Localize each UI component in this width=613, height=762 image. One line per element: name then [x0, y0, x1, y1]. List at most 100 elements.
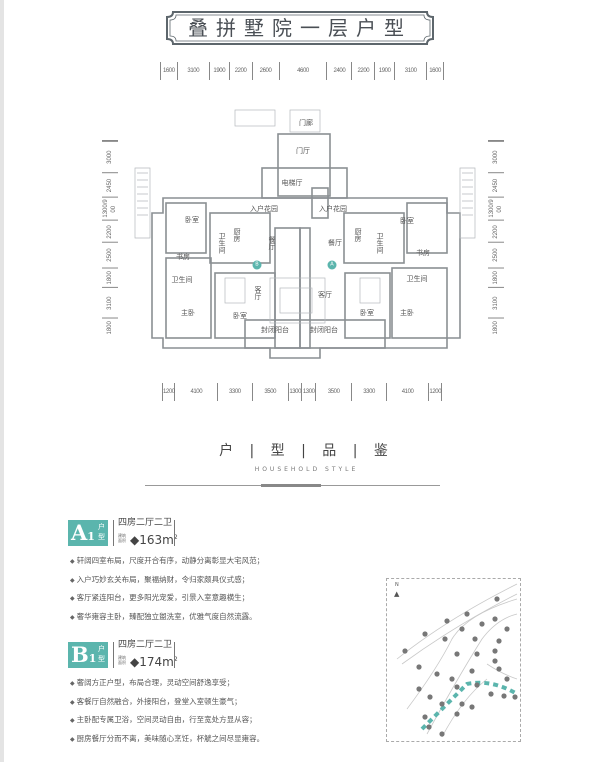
unit-code: A	[71, 520, 88, 545]
site-building-marker	[501, 693, 507, 699]
unit-num: 1	[88, 652, 97, 665]
site-building-marker	[496, 638, 502, 644]
area-label: 建筑面积	[118, 655, 126, 665]
page-edge	[0, 0, 4, 762]
dimension-value: 3100	[395, 62, 428, 80]
dimension-value: 2500	[102, 242, 118, 269]
room-bedroom-left: 卧室	[233, 312, 247, 320]
site-building-marker	[504, 626, 510, 632]
room-dining-left: 餐厅	[268, 236, 276, 250]
site-building-marker	[504, 676, 510, 682]
site-building-marker	[454, 711, 460, 717]
room-bath-right: 卫生间	[406, 275, 428, 283]
unit-marker-a: A	[327, 260, 337, 270]
feature-list: 轩阔四室布局，尺度开合有序，动静分离彰显大宅风范； 入户巧妙玄关布局，聚福纳财，…	[70, 554, 370, 628]
room-master-left: 主卧	[181, 309, 195, 317]
dimension-value: 3000	[488, 141, 504, 172]
dimension-value: 3100	[488, 286, 504, 319]
unit-marker-b: B	[252, 260, 262, 270]
site-building-marker	[474, 651, 480, 657]
site-building-marker	[492, 648, 498, 654]
section-title: 户 | 型 | 品 | 鉴	[219, 443, 394, 459]
north-label: N	[395, 582, 399, 588]
site-building-marker	[439, 731, 445, 737]
site-building-marker	[488, 691, 494, 697]
room-balcony-left: 封闭阳台	[261, 326, 289, 334]
feature-item: 客餐厅自然融合，外接阳台，登堂入室顿生豪气；	[70, 695, 370, 714]
section-subtitle: HOUSEHOLD STYLE	[254, 466, 359, 473]
unit-type: 四房二厅二卫	[118, 518, 173, 528]
area-label: 建筑面积	[118, 533, 126, 543]
room-study-left: 书房	[176, 253, 190, 261]
room-garden-right: 入户花园	[319, 205, 347, 213]
dimension-value: 2450	[102, 171, 118, 198]
unit-suffix: 户型	[98, 645, 105, 663]
room-master-right: 主卧	[400, 309, 414, 317]
room-bedroom-right: 卧室	[360, 309, 374, 317]
dimension-value: 2200	[352, 62, 376, 80]
site-map: N ▲	[386, 578, 521, 742]
dimension-value: 2200	[488, 219, 504, 243]
dimension-value: 3000	[102, 141, 118, 172]
dimension-value: 3100	[102, 286, 118, 319]
room-bath-left-top: 卫生间	[218, 232, 226, 254]
room-elevator-hall: 电梯厅	[281, 179, 303, 187]
site-building-marker	[402, 648, 408, 654]
dimension-value: 4100	[387, 383, 430, 401]
floor-plan: 门廊 门厅 电梯厅 入户花园 入户花园 卧室 卧室 厨房 厨房 餐厅 餐厅 卫生…	[130, 108, 480, 366]
site-building-marker	[426, 724, 432, 730]
site-building-marker	[496, 666, 502, 672]
dimension-value: 1300/900	[102, 197, 118, 220]
title-frame	[166, 11, 434, 45]
room-porch: 门廊	[299, 119, 313, 127]
site-building-marker	[422, 631, 428, 637]
room-kitchen-right: 厨房	[354, 228, 362, 242]
dimension-value: 3300	[352, 383, 387, 401]
site-building-marker	[427, 694, 433, 700]
dimension-value: 1800	[488, 268, 504, 287]
unit-num: 1	[87, 530, 95, 543]
dimension-value: 3100	[178, 62, 210, 80]
feature-item: 奢阔方正户型，布局合理，灵动空间舒逸享受；	[70, 676, 370, 695]
dimension-value: 2400	[327, 62, 353, 80]
unit-area: ◆174m2	[130, 655, 178, 669]
site-building-marker	[442, 636, 448, 642]
site-building-marker	[512, 694, 518, 700]
feature-item: 客厅紧连阳台，更多阳光宠爱，引景入室意趣横生；	[70, 591, 370, 610]
feature-item: 厨房餐厅分而不离，美味随心烹饪，杯觥之间尽显雍容。	[70, 732, 370, 751]
site-building-marker	[474, 682, 480, 688]
dimension-value: 1800	[488, 318, 504, 337]
feature-item: 奢华雍容主卧，臻配独立盥洗室，优雅气度自然流露。	[70, 610, 370, 629]
site-building-marker	[449, 676, 455, 682]
site-building-marker	[469, 704, 475, 710]
site-building-marker	[492, 658, 498, 664]
site-building-marker	[444, 618, 450, 624]
dimension-value: 2600	[253, 62, 280, 80]
dimension-value: 1200	[429, 383, 442, 401]
site-building-marker	[454, 651, 460, 657]
room-bath-left: 卫生间	[171, 276, 193, 284]
site-building-marker	[416, 686, 422, 692]
site-building-marker	[454, 684, 460, 690]
section-divider	[145, 484, 440, 487]
feature-item: 轩阔四室布局，尺度开合有序，动静分离彰显大宅风范；	[70, 554, 370, 573]
feature-item: 入户巧妙玄关布局，聚福纳财，令归家颇具仪式感；	[70, 573, 370, 592]
dimension-value: 1800	[102, 318, 118, 337]
title-banner: 叠拼墅院一层户型	[165, 10, 435, 46]
room-garden-left: 入户花园	[250, 205, 278, 213]
room-study-right: 书房	[416, 249, 430, 257]
unit-suffix: 户型	[98, 523, 105, 541]
dimension-value: 3500	[316, 383, 353, 401]
site-building-marker	[422, 714, 428, 720]
dimension-value: 1900	[375, 62, 396, 80]
room-bedroom-right-top: 卧室	[400, 217, 414, 225]
dimension-value: 1300	[289, 383, 303, 401]
dimension-value: 1600	[161, 62, 178, 80]
floor-plan-walls	[134, 109, 476, 359]
unit-area: ◆163m2	[130, 533, 178, 547]
site-building-marker	[494, 596, 500, 602]
